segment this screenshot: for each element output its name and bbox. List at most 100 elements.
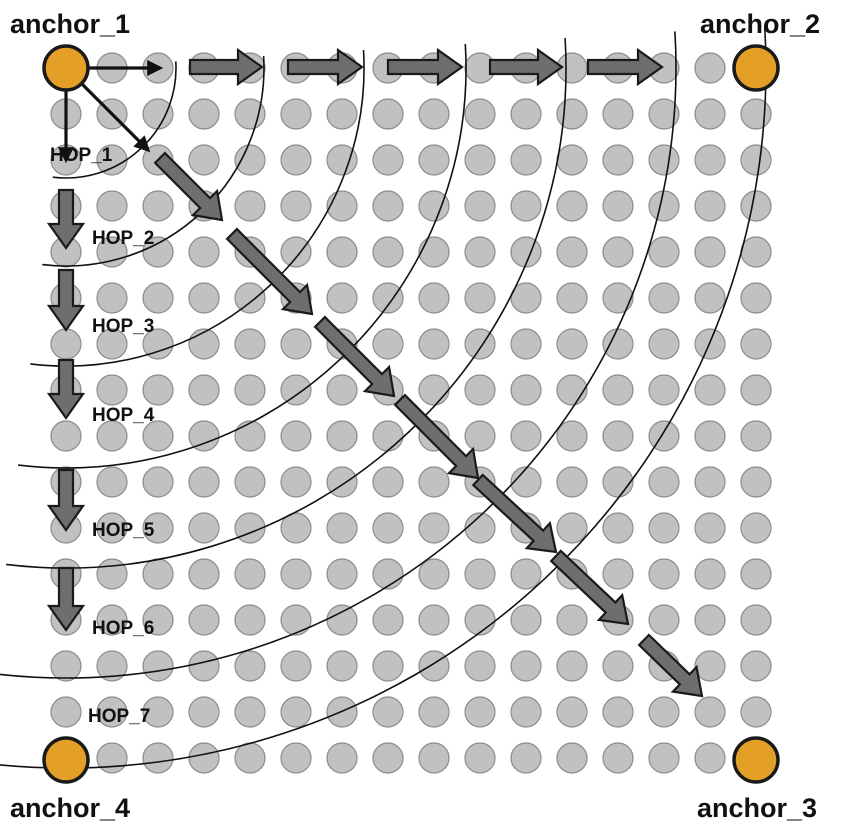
sensor-node — [648, 604, 680, 636]
sensor-node — [740, 98, 772, 130]
sensor-node — [418, 742, 450, 774]
sensor-node — [464, 696, 496, 728]
sensor-node — [510, 558, 542, 590]
sensor-node — [372, 512, 404, 544]
sensor-node — [188, 282, 220, 314]
sensor-node — [326, 374, 358, 406]
sensor-node — [326, 190, 358, 222]
sensor-node — [418, 190, 450, 222]
sensor-node — [188, 98, 220, 130]
sensor-node — [188, 236, 220, 268]
sensor-node — [648, 236, 680, 268]
sensor-node — [464, 144, 496, 176]
sensor-node — [648, 328, 680, 360]
anchor-nodes — [42, 44, 780, 784]
sensor-node — [694, 558, 726, 590]
hop-arrow — [46, 268, 86, 332]
anchor-3-label: anchor_3 — [697, 793, 817, 823]
sensor-node — [280, 374, 312, 406]
sensor-node — [280, 650, 312, 682]
hop-7-label: HOP_7 — [88, 706, 150, 727]
sensor-node — [188, 328, 220, 360]
sensor-node — [96, 190, 128, 222]
sensor-node — [142, 282, 174, 314]
hop-arrow — [153, 151, 224, 222]
sensor-node — [326, 512, 358, 544]
hop-ring — [18, 43, 467, 469]
sensor-node — [326, 420, 358, 452]
sensor-node — [326, 650, 358, 682]
sensor-node — [96, 466, 128, 498]
sensor-node — [96, 604, 128, 636]
sensor-node — [326, 144, 358, 176]
sensor-node — [234, 144, 266, 176]
sensor-node — [418, 558, 450, 590]
sensor-node — [602, 236, 634, 268]
sensor-node — [234, 374, 266, 406]
sensor-node — [648, 742, 680, 774]
sensor-node — [372, 696, 404, 728]
hop-arrows — [46, 47, 704, 698]
sensor-node — [694, 696, 726, 728]
sensor-node — [188, 144, 220, 176]
hop-arrow — [313, 315, 396, 398]
sensor-node — [740, 466, 772, 498]
sensor-node — [602, 190, 634, 222]
sensor-node — [602, 696, 634, 728]
sensor-node — [96, 696, 128, 728]
sensor-node — [280, 742, 312, 774]
hop-arrow — [386, 47, 464, 87]
hop-2-label: HOP_2 — [92, 228, 154, 249]
sensor-node — [694, 374, 726, 406]
sensor-node — [372, 144, 404, 176]
sensor-node — [556, 190, 588, 222]
sensor-node — [740, 420, 772, 452]
hop-5-label: HOP_5 — [92, 520, 155, 541]
sensor-node — [510, 282, 542, 314]
sensor-node — [694, 466, 726, 498]
hop-6-label: HOP_6 — [92, 618, 154, 639]
sensor-node — [234, 650, 266, 682]
hop-arrow — [586, 47, 664, 87]
sensor-node — [740, 558, 772, 590]
sensor-node — [234, 98, 266, 130]
sensor-node — [464, 650, 496, 682]
hop-4-label: HOP_4 — [92, 405, 155, 426]
sensor-node — [556, 742, 588, 774]
sensor-node — [740, 604, 772, 636]
anchor-2-node — [732, 44, 780, 92]
sensor-node — [602, 98, 634, 130]
hop-ring — [0, 31, 677, 679]
sensor-node — [694, 420, 726, 452]
sensor-node — [96, 650, 128, 682]
sensor-node — [188, 558, 220, 590]
hop-ring — [0, 25, 767, 769]
sensor-node — [648, 696, 680, 728]
sensor-node — [280, 236, 312, 268]
sensor-node — [464, 742, 496, 774]
sensor-node — [464, 604, 496, 636]
hop-arrow — [637, 633, 704, 698]
hop-arrow — [46, 468, 86, 532]
sensor-node — [188, 604, 220, 636]
sensor-node — [556, 374, 588, 406]
sensor-node — [740, 190, 772, 222]
sensor-node — [280, 696, 312, 728]
sensor-node — [556, 236, 588, 268]
sensor-node — [96, 420, 128, 452]
sensor-node — [96, 374, 128, 406]
sensor-node — [188, 420, 220, 452]
sensor-node — [234, 558, 266, 590]
hop-3-label: HOP_3 — [92, 316, 154, 337]
sensor-node — [510, 190, 542, 222]
sensor-node — [326, 742, 358, 774]
sensor-node — [142, 328, 174, 360]
sensor-node — [418, 236, 450, 268]
sensor-node — [648, 98, 680, 130]
hop-arrow — [393, 393, 480, 480]
sensor-node — [464, 420, 496, 452]
sensor-node — [234, 190, 266, 222]
sensor-node — [556, 466, 588, 498]
sensor-node — [326, 282, 358, 314]
